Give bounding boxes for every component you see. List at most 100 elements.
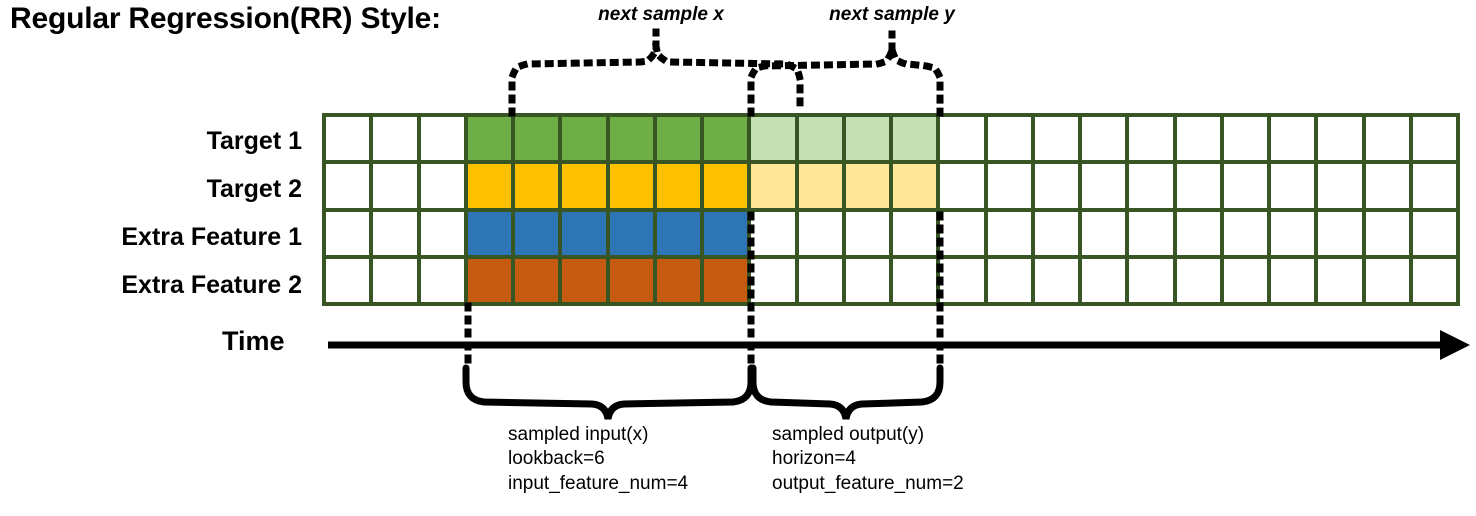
grid-cell-r4-c23 [1365, 258, 1409, 302]
grid-cell-r1-c8 [656, 117, 700, 161]
grid-cell-r4-c18 [1129, 258, 1173, 302]
grid-cell-r4-c17 [1082, 258, 1126, 302]
row-label-target-1: Target 1 [206, 127, 302, 155]
grid-cell-r2-c11 [798, 164, 842, 208]
grid-cell-r4-c20 [1223, 258, 1267, 302]
grid-cell-r2-c7 [609, 164, 653, 208]
grid-cell-r1-c7 [609, 117, 653, 161]
grid-cell-r3-c8 [656, 211, 700, 255]
grid-cell-r2-c17 [1082, 164, 1126, 208]
grid-cell-r4-c12 [845, 258, 889, 302]
grid-cell-r1-c6 [562, 117, 606, 161]
grid-cell-r2-c2 [373, 164, 417, 208]
grid-cell-r4-c9 [704, 258, 748, 302]
grid-cell-r1-c9 [704, 117, 748, 161]
grid-cell-r2-c20 [1223, 164, 1267, 208]
grid-cell-r1-c3 [420, 117, 464, 161]
grid-cell-r2-c16 [1034, 164, 1078, 208]
grid-cell-r4-c2 [373, 258, 417, 302]
grid-cell-r1-c10 [751, 117, 795, 161]
grid-cell-r3-c17 [1082, 211, 1126, 255]
grid-cell-r3-c12 [845, 211, 889, 255]
row-label-extra-feature-2: Extra Feature 2 [121, 271, 302, 299]
grid-cell-r4-c13 [893, 258, 937, 302]
grid-cell-r1-c20 [1223, 117, 1267, 161]
grid-cell-r2-c9 [704, 164, 748, 208]
grid-cell-r3-c21 [1271, 211, 1315, 255]
grid-cell-r1-c14 [940, 117, 984, 161]
grid-cell-r2-c14 [940, 164, 984, 208]
row-label-group: Target 1 Target 2 Extra Feature 1 Extra … [0, 113, 312, 305]
next-sample-y-brace [747, 47, 944, 117]
grid-cell-r3-c7 [609, 211, 653, 255]
grid-cell-r2-c12 [845, 164, 889, 208]
grid-cell-r4-c19 [1176, 258, 1220, 302]
grid-cell-r4-c22 [1318, 258, 1362, 302]
grid-cell-r2-c19 [1176, 164, 1220, 208]
time-axis-arrowhead [1440, 330, 1470, 360]
grid-cell-r2-c23 [1365, 164, 1409, 208]
grid-cell-r4-c24 [1412, 258, 1456, 302]
grid-cell-r1-c18 [1129, 117, 1173, 161]
grid-cell-r1-c19 [1176, 117, 1220, 161]
grid-cell-r3-c5 [515, 211, 559, 255]
grid-cell-r1-c5 [515, 117, 559, 161]
grid-cell-r2-c8 [656, 164, 700, 208]
sampled-input-line-3: input_feature_num=4 [508, 472, 689, 494]
grid-cell-r4-c14 [940, 258, 984, 302]
sampled-output-label: sampled output(y) horizon=4 output_featu… [772, 423, 964, 496]
grid-cell-r2-c5 [515, 164, 559, 208]
grid-cell-r4-c21 [1271, 258, 1315, 302]
grid-cell-r2-c22 [1318, 164, 1362, 208]
grid-cell-r2-c24 [1412, 164, 1456, 208]
next-sample-y-label: next sample y [829, 4, 955, 25]
grid-cell-r3-c24 [1412, 211, 1456, 255]
sampled-input-brace [462, 364, 755, 420]
time-axis-label: Time [222, 326, 285, 356]
grid-cell-r2-c13 [893, 164, 937, 208]
grid-cell-r4-c4 [467, 258, 511, 302]
next-sample-x-brace [508, 45, 804, 117]
grid-cell-r1-c23 [1365, 117, 1409, 161]
grid-cell-r3-c11 [798, 211, 842, 255]
grid-cell-r3-c23 [1365, 211, 1409, 255]
row-label-target-2: Target 2 [206, 175, 302, 203]
sampled-output-brace [749, 364, 944, 420]
grid-cell-r1-c16 [1034, 117, 1078, 161]
next-sample-x-label: next sample x [598, 4, 724, 25]
grid-cell-r2-c18 [1129, 164, 1173, 208]
grid-cell-r3-c9 [704, 211, 748, 255]
grid-cell-r1-c2 [373, 117, 417, 161]
grid-cell-r3-c15 [987, 211, 1031, 255]
grid-cell-r3-c18 [1129, 211, 1173, 255]
grid-cell-r4-c7 [609, 258, 653, 302]
sampled-output-line-1: sampled output(y) [772, 424, 925, 445]
grid-cell-r4-c5 [515, 258, 559, 302]
grid-cell-r3-c1 [326, 211, 370, 255]
grid-cell-r3-c13 [893, 211, 937, 255]
grid-cell-r3-c2 [373, 211, 417, 255]
grid-cell-r1-c17 [1082, 117, 1126, 161]
grid-cell-r4-c15 [987, 258, 1031, 302]
grid-cell-r3-c20 [1223, 211, 1267, 255]
sampled-output-line-2: horizon=4 [772, 448, 856, 470]
grid-cell-r1-c4 [467, 117, 511, 161]
grid-cell-r3-c4 [467, 211, 511, 255]
grid-cell-r1-c22 [1318, 117, 1362, 161]
grid-cell-r2-c15 [987, 164, 1031, 208]
grid-cell-r4-c16 [1034, 258, 1078, 302]
sampled-input-label: sampled input(x) lookback=6 input_featur… [508, 423, 688, 496]
grid-cell-r4-c8 [656, 258, 700, 302]
sampled-input-line-1: sampled input(x) [508, 424, 649, 445]
page-title: Regular Regression(RR) Style: [10, 2, 441, 35]
grid-cell-r1-c11 [798, 117, 842, 161]
grid-cell-r1-c21 [1271, 117, 1315, 161]
grid-cell-r1-c13 [893, 117, 937, 161]
grid-cell-r4-c10 [751, 258, 795, 302]
grid-cell-r4-c1 [326, 258, 370, 302]
grid-cell-r2-c3 [420, 164, 464, 208]
grid-cell-r2-c6 [562, 164, 606, 208]
grid-cell-r1-c12 [845, 117, 889, 161]
grid-cell-r1-c24 [1412, 117, 1456, 161]
